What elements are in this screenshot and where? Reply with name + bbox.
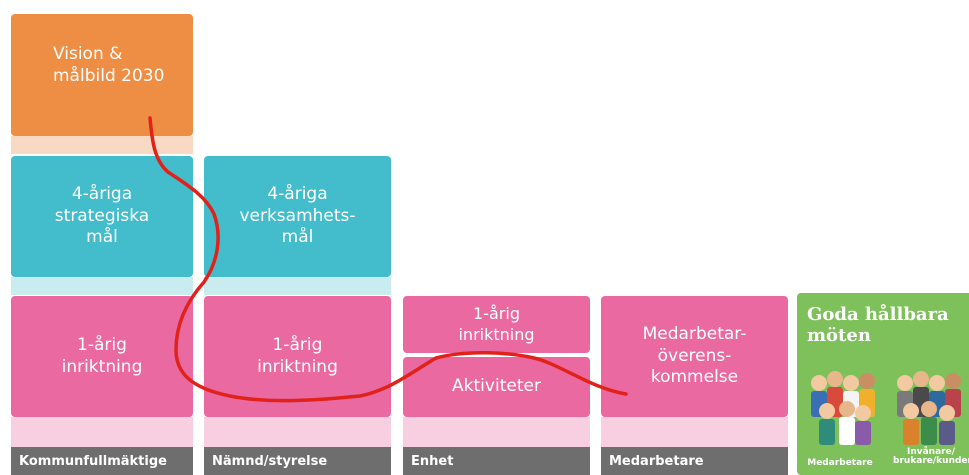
good-meetings-title: Goda hållbara möten (807, 304, 949, 346)
strategic-goals-label: 4-åriga strategiska mål (54, 183, 150, 248)
footer-namnd-styrelse-label: Nämnd/styrelse (212, 453, 328, 469)
kommun-direction-label: 1-årig inriktning (61, 334, 143, 377)
enhet-direction-label: 1-årig inriktning (458, 304, 535, 344)
enhet-band (403, 417, 590, 447)
good-meetings-panel: Goda hållbara möten Medarbetare Invånare… (797, 293, 969, 475)
footer-medarbetare-label: Medarbetare (609, 453, 704, 469)
kommun-direction-band (11, 417, 193, 447)
citizens-group-label: Invånare/ brukare/kunder (893, 447, 969, 466)
vision-band (11, 136, 193, 154)
namnd-direction-box: 1-årig inriktning (204, 296, 391, 417)
enhet-direction-box: 1-årig inriktning (403, 296, 590, 353)
employees-group-icon (811, 371, 875, 445)
vision-box: Vision & målbild 2030 (11, 14, 193, 136)
footer-kommunfullmaktige: Kommunfullmäktige (11, 447, 193, 475)
employee-agreement-box: Medarbetar- överens- kommelse (601, 296, 788, 417)
vision-label: Vision & målbild 2030 (53, 44, 165, 86)
footer-medarbetare: Medarbetare (601, 447, 788, 475)
namnd-direction-label: 1-årig inriktning (257, 334, 338, 377)
footer-kommunfullmaktige-label: Kommunfullmäktige (19, 453, 167, 469)
kommun-direction-box: 1-årig inriktning (11, 296, 193, 417)
activities-box: Aktiviteter (403, 357, 590, 417)
footer-namnd-styrelse: Nämnd/styrelse (204, 447, 391, 475)
strategic-goals-band (11, 277, 193, 295)
footer-enhet-label: Enhet (411, 453, 454, 469)
people-illustration (811, 371, 961, 445)
operational-goals-label: 4-åriga verksamhets- mål (239, 183, 356, 248)
strategic-goals-box: 4-åriga strategiska mål (11, 156, 193, 277)
employees-group-label: Medarbetare (807, 458, 873, 468)
footer-enhet: Enhet (403, 447, 590, 475)
citizens-group-icon (897, 371, 961, 445)
medarbetare-band (601, 417, 788, 447)
operational-goals-band (204, 277, 391, 295)
namnd-direction-band (204, 417, 391, 447)
employee-agreement-label: Medarbetar- överens- kommelse (642, 323, 747, 388)
activities-label: Aktiviteter (452, 376, 541, 397)
operational-goals-box: 4-åriga verksamhets- mål (204, 156, 391, 277)
